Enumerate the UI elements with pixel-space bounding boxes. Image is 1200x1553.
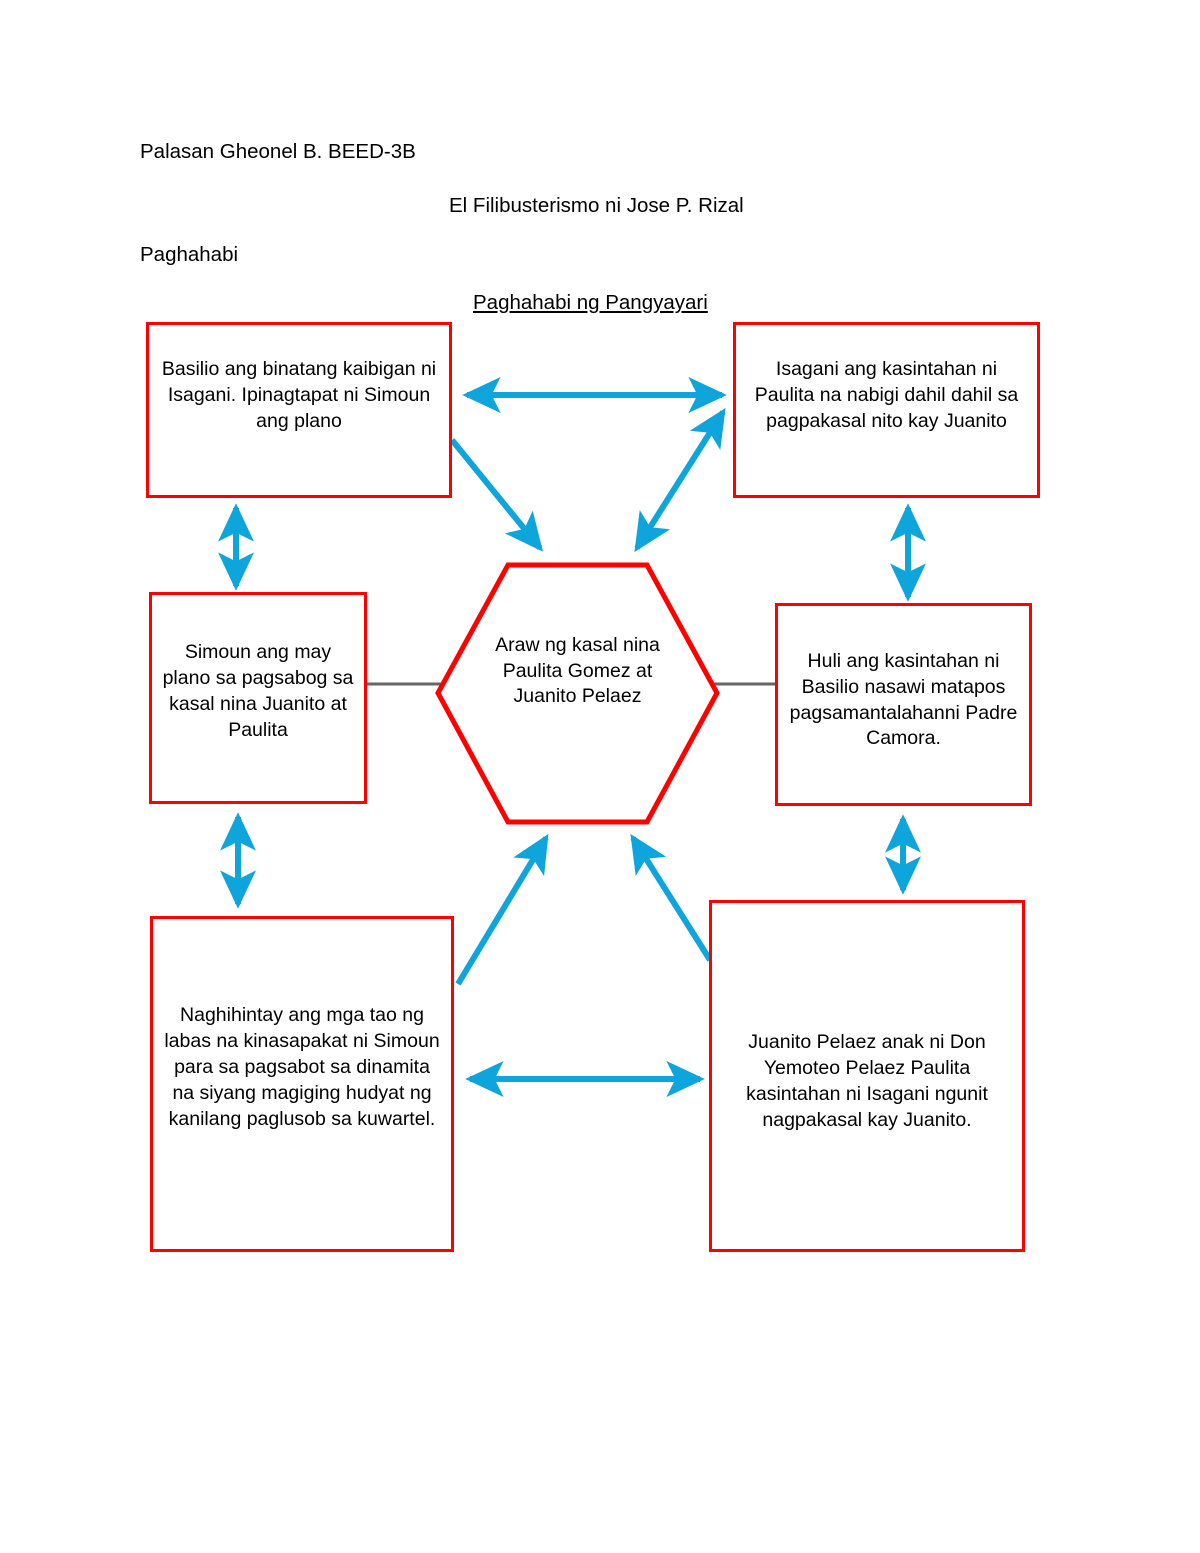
node-bottom-right-label: Juanito Pelaez anak ni Don Yemoteo Pelae… [746, 1031, 988, 1131]
node-center-label: Araw ng kasal nina Paulita Gomez at Juan… [495, 633, 660, 708]
node-top-left[interactable]: Basilio ang binatang kaibigan ni Isagani… [146, 322, 452, 498]
node-center-label-wrap: Araw ng kasal nina Paulita Gomez at Juan… [434, 561, 721, 826]
student-name-line: Palasan Gheonel B. BEED-3B [140, 140, 416, 163]
node-bottom-left-label: Naghihintay ang mga tao ng labas na kina… [164, 1004, 440, 1130]
node-center-hexagon[interactable]: Araw ng kasal nina Paulita Gomez at Juan… [434, 561, 721, 826]
node-middle-left[interactable]: Simoun ang may plano sa pagsabog sa kasa… [149, 592, 367, 804]
connector-bottom-right-to-center [630, 833, 713, 962]
hexagon-shape [435, 562, 720, 825]
node-top-right-label: Isagani ang kasintahan ni Paulita na nab… [754, 358, 1019, 432]
diagram-title: Paghahabi ng Pangyayari [473, 291, 708, 314]
work-title-line: El Filibusterismo ni Jose P. Rizal [449, 194, 744, 217]
connector-top-left-to-center [449, 438, 544, 552]
node-top-right[interactable]: Isagani ang kasintahan ni Paulita na nab… [733, 322, 1040, 498]
node-top-left-label: Basilio ang binatang kaibigan ni Isagani… [161, 358, 437, 432]
node-middle-right[interactable]: Huli ang kasintahan ni Basilio nasawi ma… [775, 603, 1032, 806]
section-label: Paghahabi [140, 243, 239, 266]
node-bottom-left[interactable]: Naghihintay ang mga tao ng labas na kina… [150, 916, 454, 1252]
connector-top-right-to-center [634, 407, 726, 553]
node-bottom-right[interactable]: Juanito Pelaez anak ni Don Yemoteo Pelae… [709, 900, 1025, 1252]
node-middle-left-label: Simoun ang may plano sa pagsabog sa kasa… [162, 641, 354, 741]
connector-bottom-left-to-center [455, 833, 549, 986]
node-middle-right-label: Huli ang kasintahan ni Basilio nasawi ma… [789, 649, 1018, 750]
